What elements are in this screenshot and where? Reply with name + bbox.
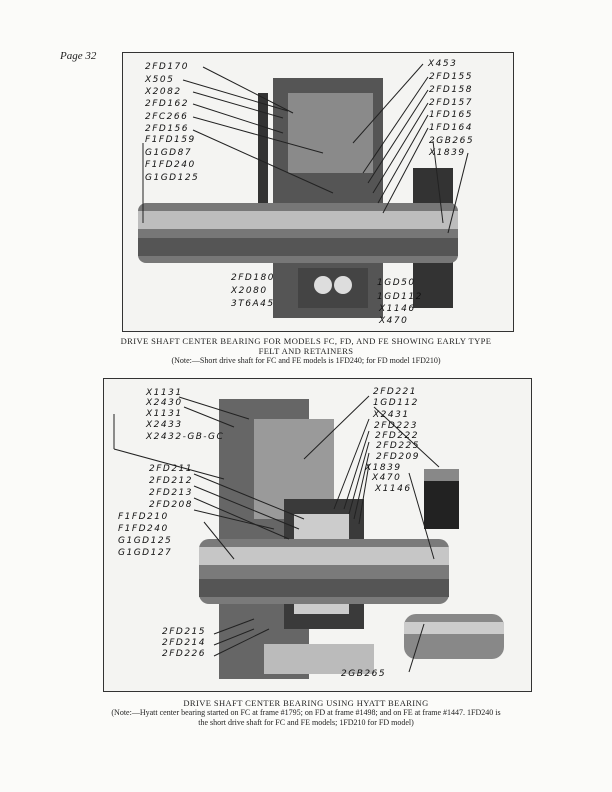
part-label: X2082 (145, 87, 182, 97)
part-label: X1839 (365, 463, 402, 473)
part-label: X2433 (146, 420, 183, 430)
caption-title: DRIVE SHAFT CENTER BEARING USING HYATT B… (183, 698, 429, 708)
figure-hyatt-bearing: X1131 X2430 X1131 X2433 X2432-GB-GC 2FD2… (103, 378, 532, 692)
part-label: G1GD125 (145, 173, 200, 183)
part-label: X1131 (146, 388, 183, 398)
part-label: 2GB265 (341, 669, 387, 679)
part-label: 2FD213 (149, 488, 194, 498)
part-label: X470 (379, 316, 409, 326)
part-label: 2FD225 (376, 441, 421, 451)
part-label: 2FD223 (374, 421, 419, 431)
part-label: 2FD158 (429, 85, 474, 95)
caption-note: (Note:—Short drive shaft for FC and FE m… (171, 356, 441, 365)
part-label: G1GD127 (118, 548, 173, 558)
part-label: F1FD240 (118, 524, 169, 534)
part-label: X2430 (146, 398, 183, 408)
part-label: 2FD170 (145, 62, 190, 72)
page-number: Page 32 (60, 50, 97, 62)
part-label: 2FD157 (429, 98, 474, 108)
part-label: 2FD214 (162, 638, 207, 648)
caption-title: DRIVE SHAFT CENTER BEARING FOR MODELS FC… (120, 336, 492, 346)
part-label: F1FD210 (118, 512, 169, 522)
part-label: 1GD50 (377, 278, 416, 288)
part-label: X2431 (373, 410, 410, 420)
part-label: 2FD156 (145, 124, 190, 134)
part-label: X1146 (375, 484, 412, 494)
bearing-illustration-2 (113, 395, 504, 679)
part-label: X2080 (231, 286, 268, 296)
part-label: 2FD222 (375, 431, 420, 441)
part-label: G1GD87 (145, 148, 193, 158)
part-label: 2FD208 (149, 500, 194, 510)
bearing-illustration-1 (138, 63, 469, 318)
part-label: 1FD165 (429, 110, 474, 120)
part-label: F1FD159 (145, 135, 196, 145)
part-label: 2GB265 (429, 136, 475, 146)
part-label: 2FD226 (162, 649, 207, 659)
caption-title: FELT AND RETAINERS (258, 346, 354, 356)
caption-note: the short drive shaft for FC and FE mode… (198, 718, 414, 727)
part-label: X1146 (379, 304, 416, 314)
figure-early-type-bearing: 2FD170 X505 X2082 2FD162 2FC266 2FD156 F… (122, 52, 514, 332)
part-label: 2FD212 (149, 476, 194, 486)
part-label: X1839 (429, 148, 466, 158)
caption-note: (Note:—Hyatt center bearing started on F… (111, 708, 501, 717)
figure2-caption: DRIVE SHAFT CENTER BEARING USING HYATT B… (60, 698, 552, 728)
part-label: 2FD155 (429, 72, 474, 82)
part-label: X470 (372, 473, 402, 483)
part-label: 2FD162 (145, 99, 190, 109)
part-label: 2FD180 (231, 273, 276, 283)
part-label: F1FD240 (145, 160, 196, 170)
part-label: X453 (428, 59, 458, 69)
part-label: 2FD221 (373, 387, 418, 397)
part-label: 1GD112 (377, 292, 423, 302)
figure1-caption: DRIVE SHAFT CENTER BEARING FOR MODELS FC… (60, 336, 552, 366)
part-label: 1FD164 (429, 123, 474, 133)
part-label: 2FD211 (149, 464, 194, 474)
part-label: 2FC266 (145, 112, 189, 122)
part-label: 2FD215 (162, 627, 207, 637)
part-label: 2FD209 (376, 452, 421, 462)
part-label: G1GD125 (118, 536, 173, 546)
part-label: 1GD112 (373, 398, 419, 408)
part-label: X505 (145, 75, 175, 85)
part-label: 3T6A45 (231, 299, 275, 309)
part-label: X2432-GB-GC (146, 432, 225, 442)
part-label: X1131 (146, 409, 183, 419)
